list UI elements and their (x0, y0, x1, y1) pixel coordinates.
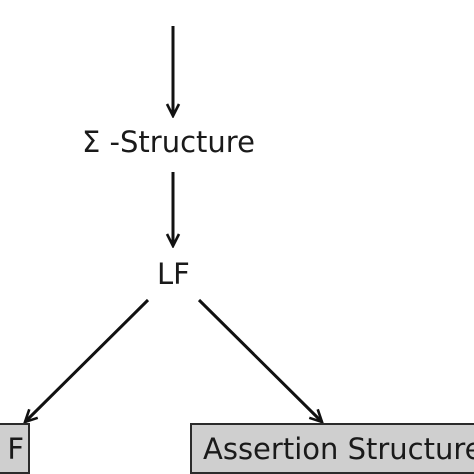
left-output-label: F (7, 432, 24, 466)
lf-label: LF (157, 257, 190, 291)
assertion-structure-label: Assertion Structure (203, 432, 474, 466)
arrow-lf-to-right-box (197, 298, 322, 422)
assertion-structure-box: Assertion Structure (190, 423, 474, 474)
sigma-structure-label: Σ -Structure (82, 125, 255, 159)
left-output-box: F (0, 423, 30, 474)
arrow-lf-to-left-box (25, 298, 150, 422)
